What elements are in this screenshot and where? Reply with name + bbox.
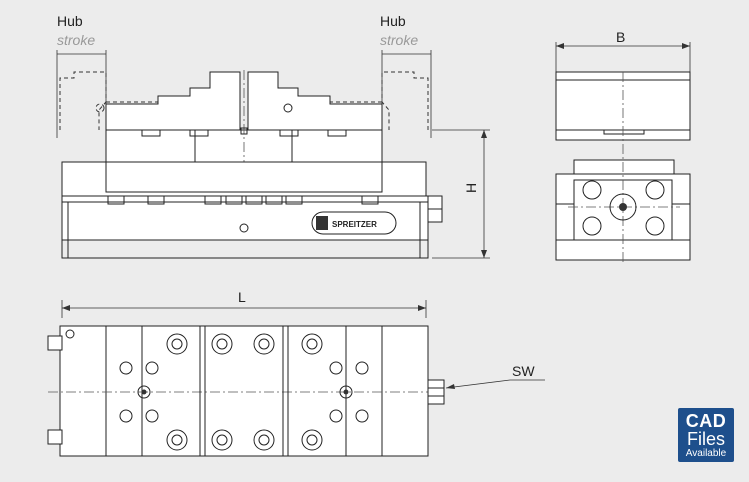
jaw-stroke-outline-right [381,71,429,130]
spindle-nut-top [427,379,445,405]
sw-label: SW [512,363,535,379]
side-view: B [555,29,691,262]
length-label: L [238,289,246,305]
badge-line-3: Available [685,447,727,459]
front-view: Hub stroke Hub stroke [56,13,490,259]
top-view: L [47,289,545,457]
brand-plate-text: SPREITZER [332,220,377,229]
sw-leader [445,379,545,389]
badge-line-1: CAD [685,410,727,431]
jaw-stroke-outline-left [59,71,107,130]
jaw-left [105,71,241,131]
hub-label-left: Hub [57,13,83,29]
side-bolt-tr [645,180,665,200]
stroke-label-right: stroke [380,32,418,48]
hub-label-right: Hub [380,13,406,29]
stroke-label-left: stroke [57,32,95,48]
side-bolt-tl [582,180,602,200]
height-label: H [463,183,479,193]
brand-plate [311,211,397,235]
top-bolts [119,333,369,451]
cad-files-badge[interactable]: CAD Files Available [678,408,734,462]
spindle-hole [609,193,637,221]
brand-logo-icon [316,216,328,230]
side-bolt-br [645,216,665,236]
badge-line-2: Files [686,428,725,449]
side-bolt-bl [582,216,602,236]
vise-base-foot [61,239,429,259]
width-label: B [616,29,625,45]
jaw-screw-hole [283,103,293,113]
jaw-right [247,71,383,131]
